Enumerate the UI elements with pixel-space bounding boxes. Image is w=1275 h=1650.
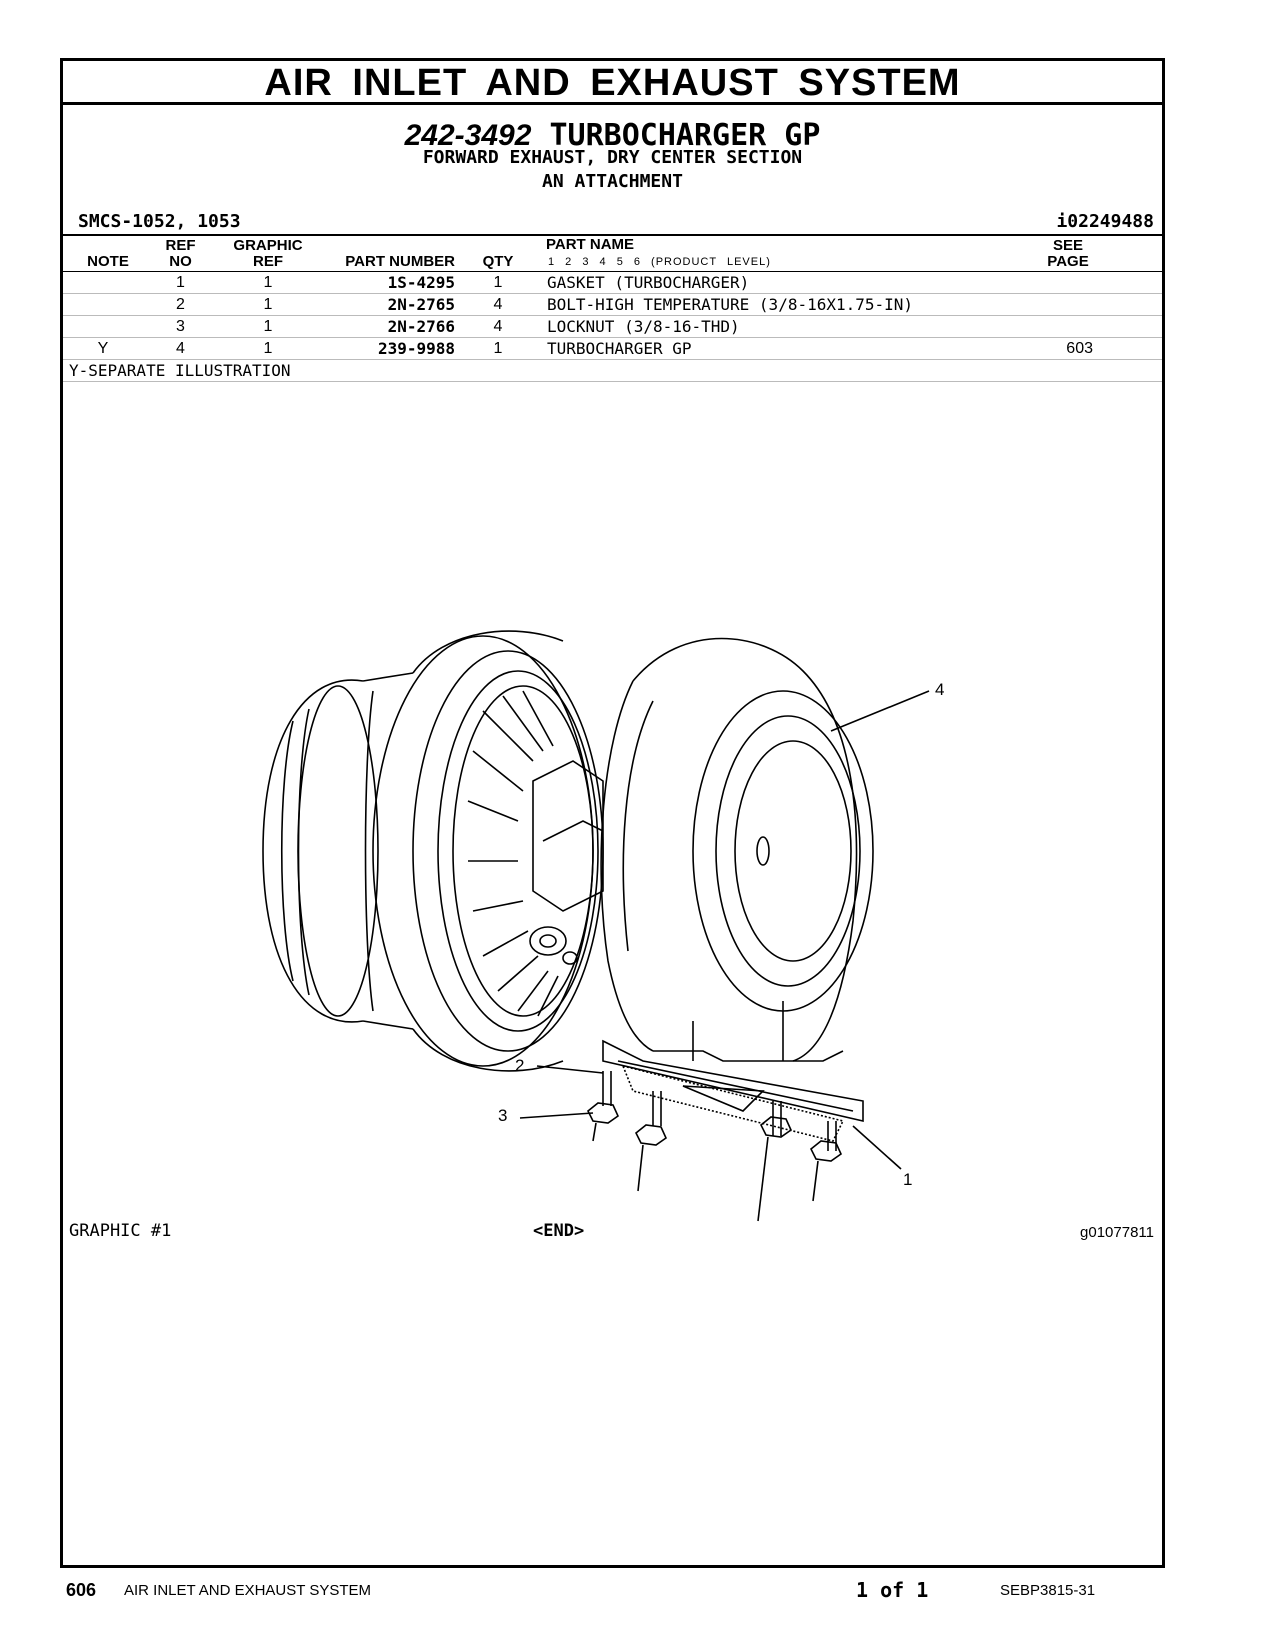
end-marker: <END> — [533, 1221, 585, 1241]
row-2-part-number: 2N-2765 — [387, 295, 455, 314]
header-part-number: PART NUMBER — [345, 253, 455, 270]
footnote-rule — [63, 381, 1162, 382]
callout-3: 3 — [498, 1106, 507, 1125]
header-product-level: 1 2 3 4 5 6 (PRODUCT LEVEL) — [548, 256, 771, 268]
row-2-part-name: BOLT-HIGH TEMPERATURE (3/8-16X1.75-IN) — [547, 295, 914, 314]
main-title: AIR INLET AND EXHAUST SYSTEM — [63, 61, 1162, 105]
header-ref-no-2: NO — [169, 253, 192, 270]
smcs-code: SMCS-1052, 1053 — [78, 211, 241, 232]
footer-page-number: 606 — [66, 1580, 97, 1600]
row-3-ref-no: 3 — [176, 318, 185, 335]
row-4-part-number: 239-9988 — [377, 339, 455, 358]
header-qty: QTY — [482, 253, 514, 270]
info-id: i02249488 — [1056, 211, 1154, 232]
turbocharger-illustration: 4 2 3 1 — [262, 630, 944, 1222]
callout-2: 2 — [515, 1056, 524, 1075]
row-3-rule — [63, 337, 1162, 338]
row-4-graphic-ref: 1 — [263, 340, 273, 357]
header-graphic-ref-1: GRAPHIC — [233, 237, 303, 254]
group-title: 242-3492 TURBOCHARGER GP — [63, 119, 1162, 153]
row-4-ref-no: 4 — [176, 340, 185, 357]
group-name: TURBOCHARGER GP — [549, 118, 821, 153]
header-see-page-2: PAGE — [1047, 253, 1089, 270]
graphic-label: GRAPHIC #1 — [69, 1221, 172, 1241]
row-4-rule — [63, 359, 1162, 360]
callout-1: 1 — [903, 1170, 912, 1189]
row-4-see-page: 603 — [1066, 340, 1093, 357]
row-1-qty: 1 — [493, 274, 503, 291]
row-2-qty: 4 — [493, 296, 503, 313]
row-1-rule — [63, 293, 1162, 294]
row-4-qty: 1 — [493, 340, 503, 357]
row-2-ref-no: 2 — [176, 296, 185, 313]
row-3-part-number: 2N-2766 — [387, 317, 455, 336]
row-3-part-name: LOCKNUT (3/8-16-THD) — [547, 317, 740, 336]
footer-page-of: 1 of 1 — [856, 1578, 929, 1602]
table-footnote: Y-SEPARATE ILLUSTRATION — [69, 361, 291, 380]
header-rule — [63, 271, 1162, 272]
header-graphic-ref-2: REF — [253, 253, 283, 270]
header-note: NOTE — [87, 253, 129, 270]
graphic-id: g01077811 — [1080, 1224, 1154, 1241]
row-1-ref-no: 1 — [176, 274, 185, 291]
row-1-part-name: GASKET (TURBOCHARGER) — [547, 273, 750, 292]
row-1-graphic-ref: 1 — [263, 274, 273, 291]
row-2-graphic-ref: 1 — [263, 296, 273, 313]
group-part-number: 242-3492 — [404, 119, 532, 152]
table-top-rule — [63, 234, 1162, 236]
header-ref-no-1: REF — [165, 237, 196, 254]
header-see-page-1: SEE — [1052, 237, 1083, 254]
callout-4: 4 — [935, 680, 944, 699]
row-1-part-number: 1S-4295 — [387, 273, 455, 292]
row-3-graphic-ref: 1 — [263, 318, 273, 335]
row-4-note: Y — [97, 340, 109, 357]
footer-section: AIR INLET AND EXHAUST SYSTEM — [124, 1582, 372, 1599]
subtitle-2: AN ATTACHMENT — [542, 171, 683, 192]
footer-doc-id: SEBP3815-31 — [1000, 1582, 1096, 1599]
page-frame: AIR INLET AND EXHAUST SYSTEM 242-3492 TU… — [60, 58, 1165, 1568]
subtitle-1: FORWARD EXHAUST, DRY CENTER SECTION — [422, 147, 803, 168]
row-4-part-name: TURBOCHARGER GP — [547, 339, 692, 358]
row-2-rule — [63, 315, 1162, 316]
row-3-qty: 4 — [493, 318, 503, 335]
header-part-name: PART NAME — [546, 236, 635, 253]
